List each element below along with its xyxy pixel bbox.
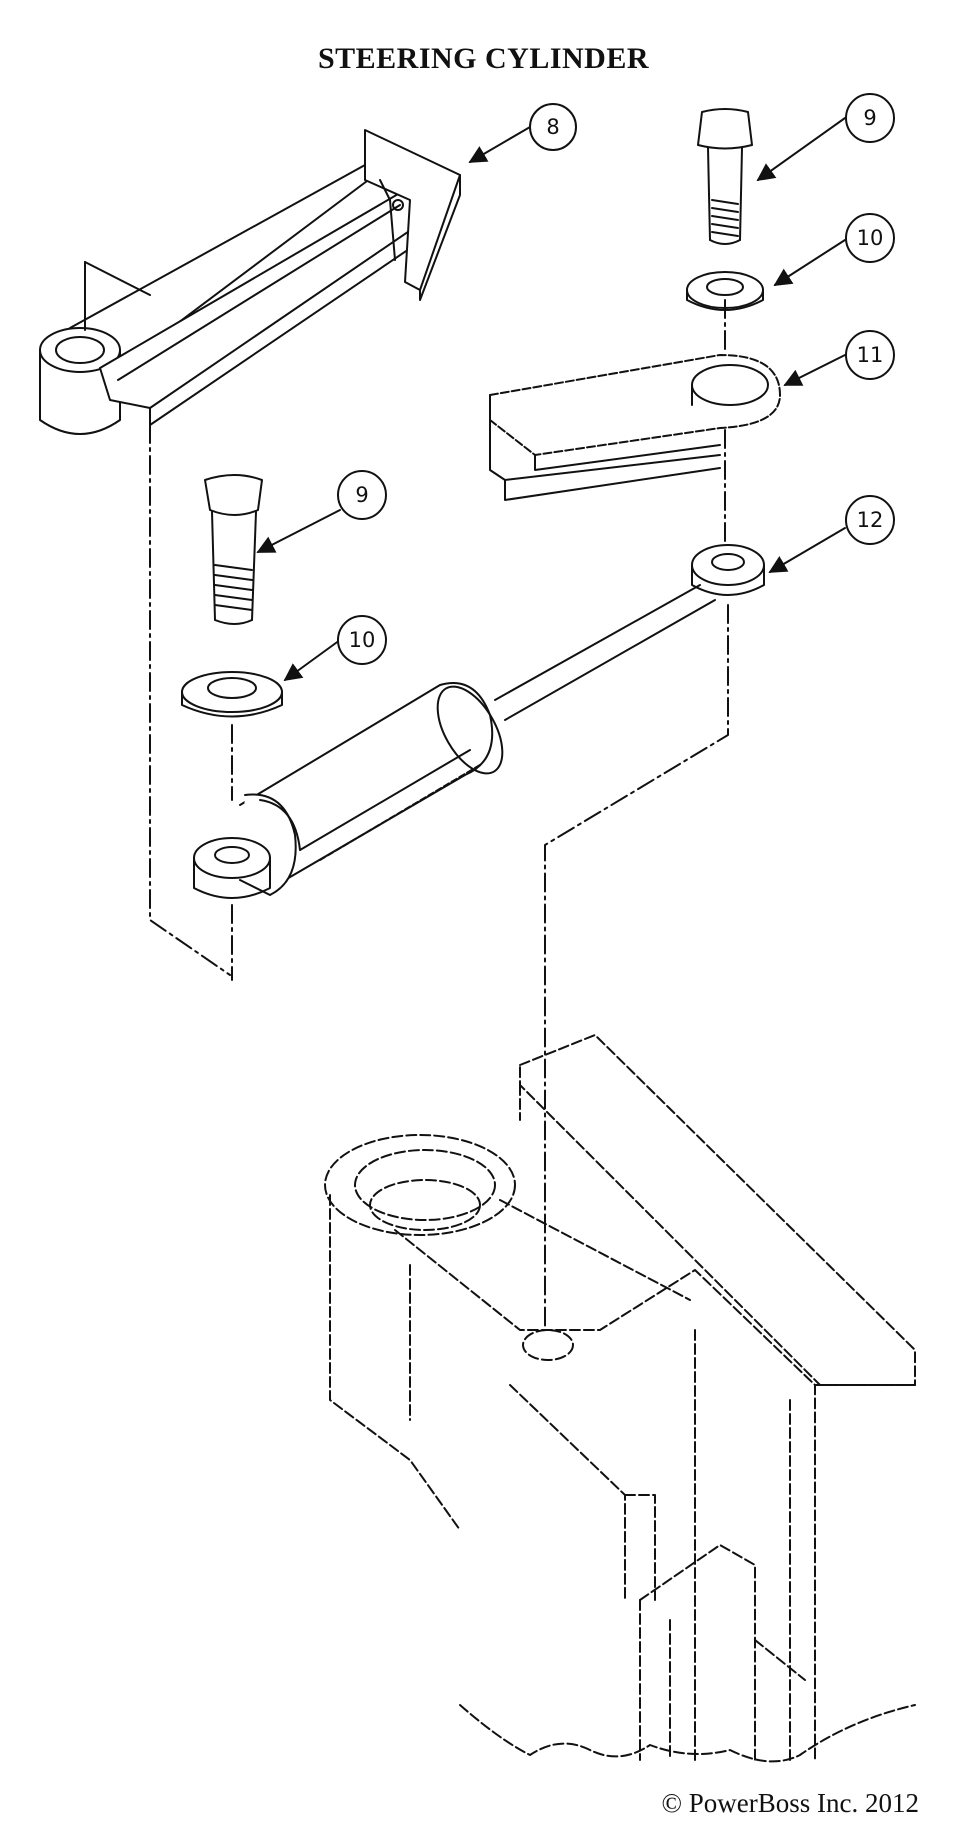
frame-part xyxy=(324,1034,916,1763)
callout-label-9-top: 9 xyxy=(863,106,876,130)
callout-9-middle: 9 xyxy=(337,470,387,520)
callout-label-12: 12 xyxy=(857,508,884,532)
callout-11: 11 xyxy=(845,330,895,380)
callout-10-middle: 10 xyxy=(337,615,387,665)
callout-label-10-top: 10 xyxy=(857,226,884,250)
bolt-part-middle xyxy=(204,474,263,625)
washer-part-middle xyxy=(181,671,283,718)
callout-label-8: 8 xyxy=(546,115,559,139)
hydraulic-cylinder-part xyxy=(193,544,765,899)
bracket-part xyxy=(39,129,461,435)
bolt-part-top xyxy=(697,108,753,245)
callout-12: 12 xyxy=(845,495,895,545)
callout-label-10-middle: 10 xyxy=(349,628,376,652)
callout-label-9-middle: 9 xyxy=(355,483,368,507)
copyright-notice: © PowerBoss Inc. 2012 xyxy=(661,1788,919,1818)
diagram-title: STEERING CYLINDER xyxy=(317,42,650,75)
callout-label-11: 11 xyxy=(857,343,884,367)
steering-arm-part xyxy=(489,354,781,501)
callout-9-top: 9 xyxy=(845,93,895,143)
callout-8: 8 xyxy=(529,103,577,151)
callout-10-top: 10 xyxy=(845,213,895,263)
